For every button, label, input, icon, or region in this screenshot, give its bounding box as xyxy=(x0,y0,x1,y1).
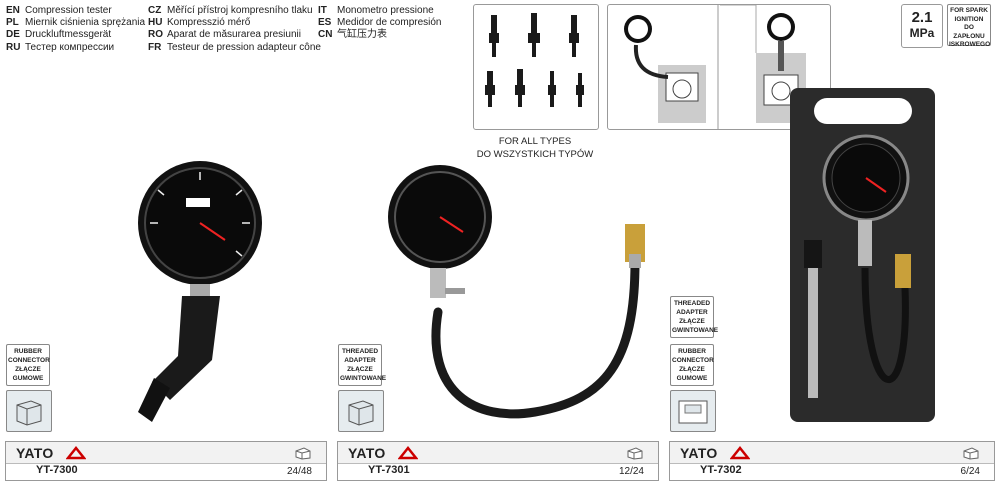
yato-logo-mark-icon xyxy=(730,446,750,460)
product-footer-yt7300: YATO YT-7300 24/48 xyxy=(5,441,327,481)
yato-logo: YATO xyxy=(348,445,386,461)
package-icon xyxy=(963,447,979,460)
spark-plug-adapters-icon xyxy=(485,13,584,107)
product-code: YT-7300 xyxy=(36,464,78,476)
product-footer-yt7301: YATO YT-7301 12/24 xyxy=(337,441,659,481)
pressure-badge: 2.1 MPa xyxy=(901,4,943,48)
pack-quantity: 24/48 xyxy=(286,466,312,477)
package-icon xyxy=(295,447,311,460)
engine-diagram-panel xyxy=(607,4,831,130)
yato-logo-mark-icon xyxy=(398,446,418,460)
product-footer-yt7302: YATO YT-7302 6/24 xyxy=(669,441,995,481)
yato-logo-mark-icon xyxy=(66,446,86,460)
compression-tester-case-yt7302-image xyxy=(790,88,935,422)
package-icon xyxy=(627,447,643,460)
engine-cylinder-diagram xyxy=(624,5,806,129)
pack-quantity: 12/24 xyxy=(618,466,644,477)
rubber-connector-icon xyxy=(6,390,52,432)
adapters-panel xyxy=(473,4,599,130)
product-code: YT-7301 xyxy=(368,464,410,476)
product-code: YT-7302 xyxy=(700,464,742,476)
adapters-caption: FOR ALL TYPES DO WSZYSTKICH TYPÓW xyxy=(476,136,594,160)
compression-gauge-yt7301-image xyxy=(388,165,645,419)
yato-logo: YATO xyxy=(680,445,718,461)
threaded-adapter-icon xyxy=(338,390,384,432)
compression-gauge-yt7300-image xyxy=(138,161,262,422)
yato-logo: YATO xyxy=(16,445,54,461)
pack-quantity: 6/24 xyxy=(960,466,980,477)
case-icon xyxy=(670,390,716,432)
